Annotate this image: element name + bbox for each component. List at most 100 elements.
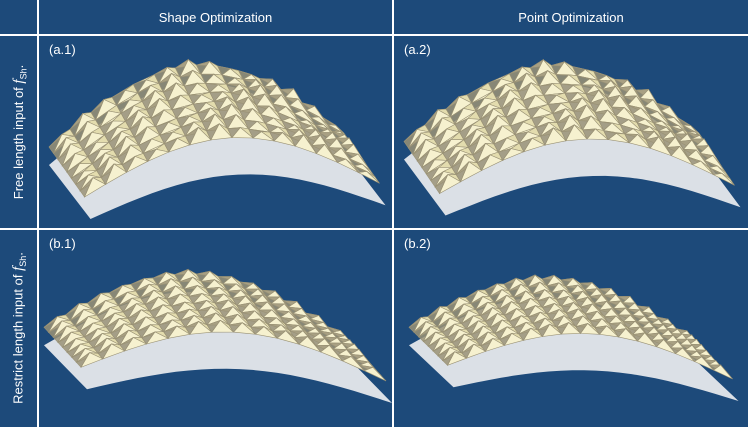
fold-facet: [551, 61, 565, 76]
fold-facet: [152, 271, 167, 286]
fold-facet: [456, 309, 470, 325]
fold-facet: [547, 102, 562, 114]
fold-facet: [493, 137, 508, 153]
fold-facet: [192, 102, 207, 114]
fold-facet: [222, 114, 237, 130]
fold-facet: [708, 364, 722, 371]
fold-facet: [514, 131, 529, 144]
fold-facet: [100, 312, 115, 328]
fold-facet: [598, 121, 613, 131]
fold-facet: [536, 296, 551, 308]
fold-facet: [95, 110, 109, 129]
fold-facet: [253, 301, 269, 311]
fold-facet: [606, 94, 621, 108]
fold-facet: [535, 121, 550, 137]
fold-facet: [217, 65, 232, 76]
fold-facet: [619, 124, 634, 135]
fold-facet: [669, 125, 684, 135]
fold-facet: [82, 141, 97, 158]
fold-facet: [418, 326, 431, 343]
fold-facet: [421, 159, 435, 175]
fold-facet: [513, 72, 527, 93]
fold-facet: [541, 302, 555, 315]
fold-facet: [337, 354, 353, 362]
fold-facet: [508, 314, 522, 329]
fold-facet: [455, 161, 470, 183]
fold-facet: [610, 106, 625, 117]
fold-facet: [560, 301, 574, 314]
fold-facet: [652, 122, 668, 132]
fold-facet: [580, 84, 595, 95]
fold-facet: [560, 277, 574, 288]
fold-facet: [517, 81, 532, 102]
fold-facet: [627, 104, 642, 115]
fold-facet: [598, 308, 612, 318]
fold-facet: [484, 115, 498, 137]
fold-facet: [527, 311, 541, 324]
fold-facet: [204, 82, 219, 93]
fold-facet: [433, 128, 447, 147]
fold-facet: [163, 137, 178, 153]
fold-facet: [412, 139, 426, 162]
row-header-label: Free length input of fSh.: [9, 36, 29, 228]
fold-facet: [192, 299, 208, 312]
fold-facet: [451, 303, 464, 319]
fold-facet: [632, 332, 646, 342]
fold-facet: [225, 83, 240, 94]
fold-facet: [603, 315, 617, 324]
fold-facet: [645, 136, 660, 149]
fold-facet: [250, 326, 265, 335]
fold-facet: [489, 125, 503, 145]
fold-facet: [248, 128, 263, 139]
fold-facet: [639, 97, 654, 107]
panel-b2: (b.2): [394, 230, 748, 427]
fold-facet: [52, 325, 67, 343]
fold-facet: [108, 285, 123, 300]
fold-facet: [238, 70, 253, 80]
fold-facet: [437, 138, 452, 154]
fold-facet: [178, 276, 194, 290]
fold-facet: [202, 312, 217, 326]
fold-facet: [196, 60, 210, 75]
fold-facet: [555, 74, 570, 85]
fold-facet: [322, 117, 336, 126]
fold-facet: [209, 293, 225, 304]
fold-facet: [626, 308, 641, 316]
fold-facet: [153, 312, 169, 326]
fold-facet: [302, 129, 317, 138]
fold-facet: [618, 85, 633, 98]
fold-facet: [122, 303, 137, 319]
fold-facet: [635, 89, 650, 99]
row-label-symbol: f: [11, 79, 27, 84]
fold-facet: [231, 295, 247, 306]
fold-facet: [631, 113, 646, 123]
fold-facet: [466, 87, 481, 104]
fold-facet: [459, 124, 473, 141]
fold-facet: [289, 104, 304, 114]
fold-facet: [141, 331, 156, 345]
fold-facet: [532, 289, 546, 302]
fold-facet: [527, 281, 541, 295]
fold-facet: [541, 274, 555, 287]
fold-facet: [585, 89, 600, 104]
fold-facet: [555, 295, 570, 307]
fold-facet: [134, 126, 148, 146]
fold-facet: [184, 320, 200, 335]
fold-facet: [251, 93, 266, 107]
fold-facet: [236, 302, 251, 314]
fold-facet: [670, 347, 684, 355]
fold-facet: [427, 306, 441, 323]
fold-facet: [197, 107, 212, 123]
fold-facet: [309, 318, 325, 326]
fold-facet: [297, 120, 313, 130]
fold-facet: [201, 113, 216, 132]
fold-facet: [565, 308, 579, 321]
fold-facet: [532, 317, 546, 331]
corner-cell: [0, 0, 37, 34]
fold-facet: [498, 300, 513, 316]
fold-facet: [589, 97, 604, 113]
fold-facet: [429, 117, 443, 140]
fold-facet: [219, 306, 234, 319]
fold-facet: [239, 281, 255, 290]
fold-facet: [223, 313, 239, 326]
